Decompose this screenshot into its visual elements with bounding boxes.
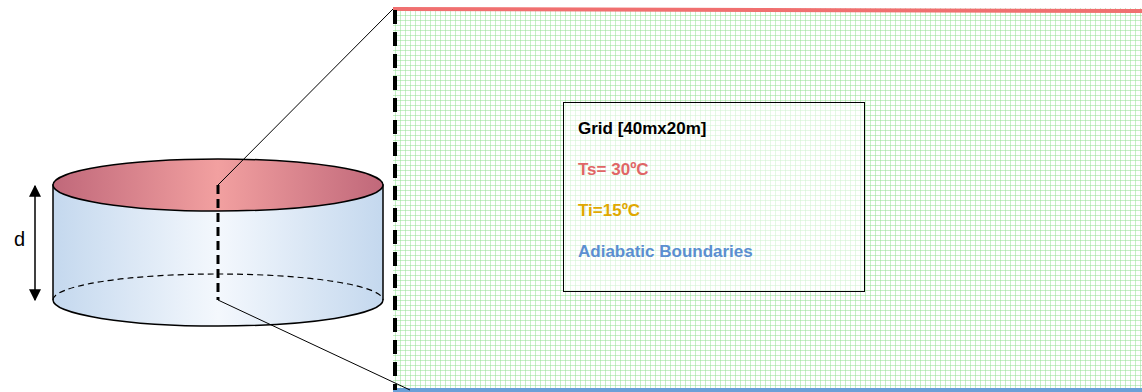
zoom-line xyxy=(218,9,393,185)
zoom-line xyxy=(218,300,410,390)
box-text: Ts= 30ºC xyxy=(578,160,850,180)
box-text: Adiabatic Boundaries xyxy=(578,242,850,262)
box-text: Grid [40mx20m] xyxy=(578,119,850,139)
box-text: Ti=15ºC xyxy=(578,201,850,221)
legend-box: Grid [40mx20m] Ts= 30ºC Ti=15ºC Adiabatic B… xyxy=(563,102,865,292)
cylinder-body xyxy=(53,185,383,326)
symmetry-axis xyxy=(217,185,220,300)
bottom-boundary xyxy=(393,388,1142,392)
axis-boundary xyxy=(393,10,397,390)
dimension-label: d xyxy=(14,228,25,251)
depth-dimension xyxy=(34,186,36,300)
grid-panel xyxy=(393,8,1142,390)
surface-boundary xyxy=(393,9,1142,11)
